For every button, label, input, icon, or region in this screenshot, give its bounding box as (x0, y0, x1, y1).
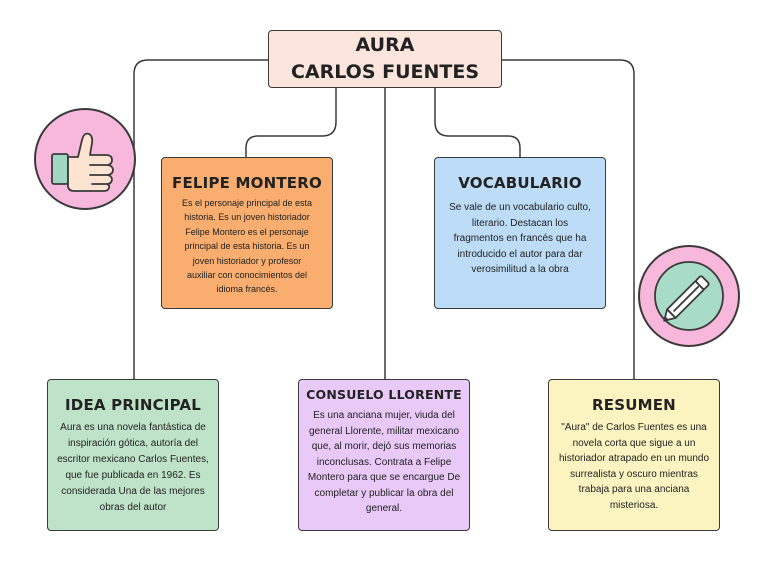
node-heading: CONSUELO LLORENTE (306, 387, 462, 402)
node-text: Aura es una novela fantástica de inspira… (57, 422, 209, 513)
thumbs-up-icon (51, 132, 114, 192)
node-heading: FELIPE MONTERO (172, 174, 322, 192)
node-text: Es el personaje principal de esta histor… (181, 198, 313, 295)
node-felipe-montero: FELIPE MONTERO Es el personaje principal… (161, 157, 333, 309)
node-vocabulario: VOCABULARIO Se vale de un vocabulario cu… (434, 157, 606, 309)
node-text: Se vale de un vocabulario culto, literar… (449, 202, 591, 275)
node-text: "Aura" de Carlos Fuentes es una novela c… (558, 422, 710, 511)
title-box: AURA CARLOS FUENTES (268, 30, 502, 88)
node-resumen: RESUMEN "Aura" de Carlos Fuentes es una … (548, 379, 720, 531)
node-heading: IDEA PRINCIPAL (65, 396, 201, 414)
title-line1: AURA (355, 34, 415, 56)
node-heading: RESUMEN (592, 396, 676, 414)
thumbs-up-sticker (34, 108, 136, 210)
node-idea-principal: IDEA PRINCIPAL Aura es una novela fantás… (47, 379, 219, 531)
title-line2: CARLOS FUENTES (290, 61, 480, 83)
node-text: Es una anciana mujer, viuda del general … (307, 410, 461, 514)
pencil-sticker (638, 245, 740, 347)
node-heading: VOCABULARIO (458, 174, 582, 192)
node-consuelo-llorente: CONSUELO LLORENTE Es una anciana mujer, … (298, 379, 470, 531)
pencil-icon (654, 261, 724, 331)
